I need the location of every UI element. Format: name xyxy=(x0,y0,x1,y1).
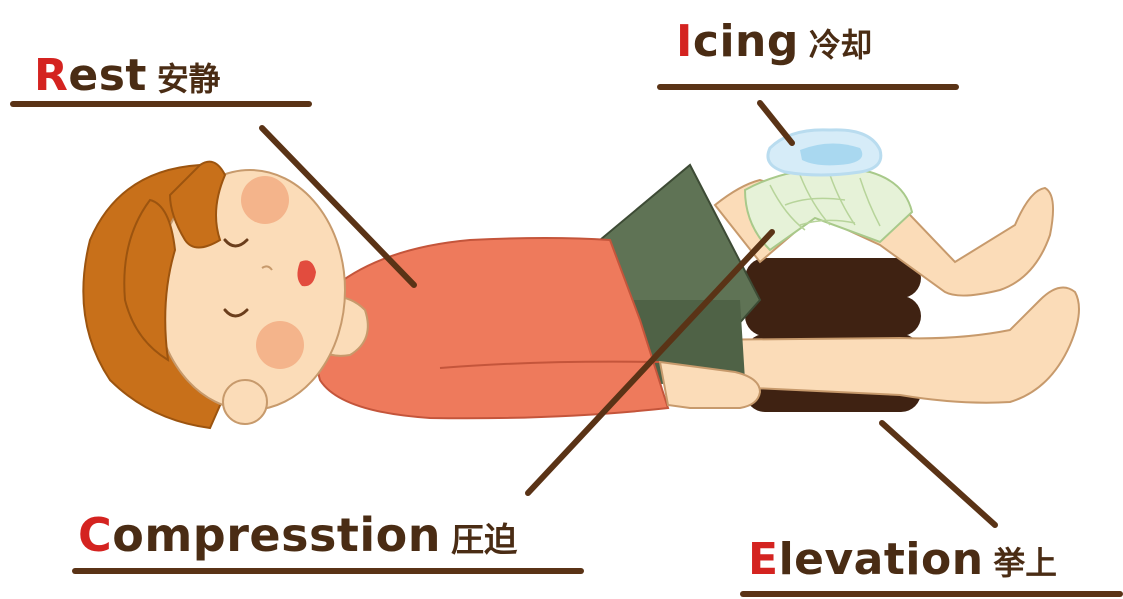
raised-leg xyxy=(713,128,1055,297)
icing-pointer-line xyxy=(757,100,795,146)
elevation-underline xyxy=(740,591,1123,597)
icing-japanese: 冷却 xyxy=(808,28,873,64)
rest-pointer-line xyxy=(259,125,417,288)
pointer-lines xyxy=(259,100,998,528)
rest-initial: R xyxy=(34,50,69,101)
rest-underline xyxy=(10,101,312,107)
arm xyxy=(658,360,762,409)
head xyxy=(82,160,346,430)
icing-word: cing xyxy=(692,16,799,67)
elevation-pointer-line xyxy=(879,420,998,528)
elevation-word: levation xyxy=(778,534,984,585)
rest-word: est xyxy=(68,50,147,101)
lower-leg xyxy=(689,286,1080,404)
compression-japanese: 圧迫 xyxy=(450,520,518,559)
compression-word: ompresstion xyxy=(112,508,441,562)
compression-initial: C xyxy=(78,508,113,562)
elevation-initial: E xyxy=(748,534,779,585)
rest-japanese: 安静 xyxy=(156,62,221,98)
icing-initial: I xyxy=(676,16,693,67)
elevation-japanese: 挙上 xyxy=(993,546,1057,582)
icing-underline xyxy=(657,84,959,90)
compression-pointer-line xyxy=(525,229,775,496)
compression-underline xyxy=(72,568,584,574)
shirt xyxy=(313,237,670,420)
